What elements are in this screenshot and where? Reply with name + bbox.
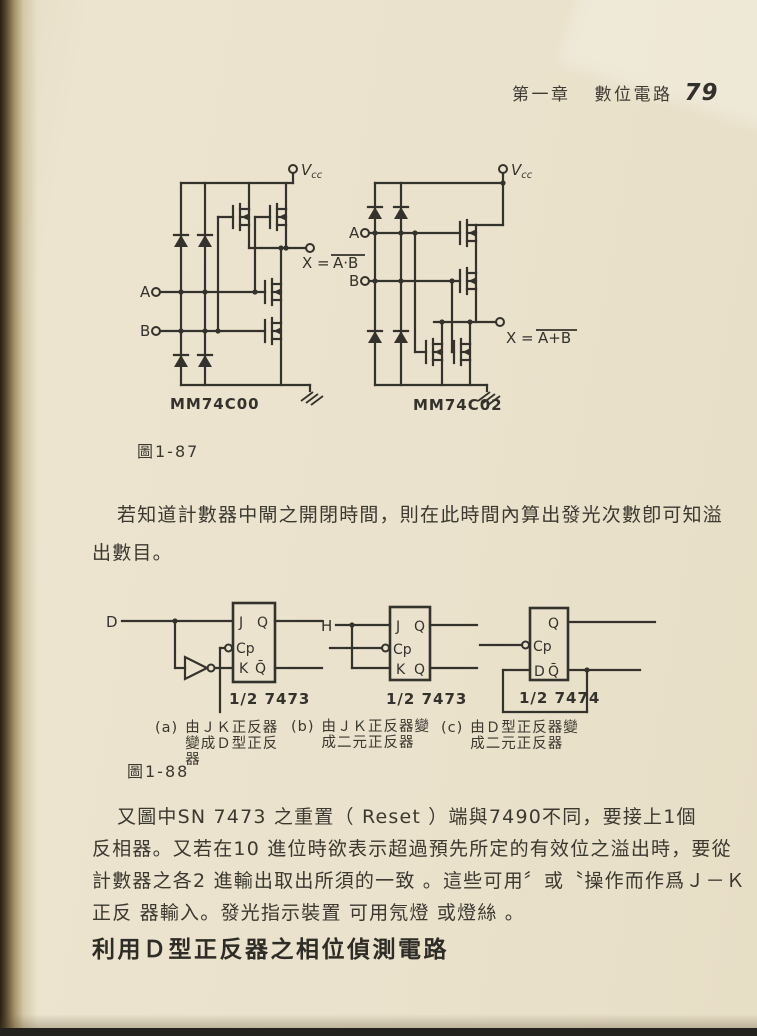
paragraph-line: 反相器。又若在10 進位時欲表示超過預先所定的有效位之溢出時，要從 <box>92 838 732 860</box>
vcc-terminal <box>498 164 508 174</box>
flipflop-box <box>528 606 570 682</box>
page-corner-fold <box>557 0 757 131</box>
vcc-terminal <box>288 164 298 174</box>
chip-name-mm74c00: MM74C00 <box>170 395 260 413</box>
paragraph-line: 正反 器輸入。發光指示裝置 可用氖燈 或燈絲 。 <box>92 902 525 924</box>
pin-qbar-label: Q <box>414 662 425 678</box>
chip-name-mm74c02: MM74C02 <box>413 396 503 414</box>
pin-q-label: Q <box>548 616 559 632</box>
section-label: 數位電路 <box>594 85 673 105</box>
chapter-label: 第一章 <box>512 85 571 105</box>
input-a-label: A <box>140 283 151 301</box>
pin-j-label: J <box>395 619 400 635</box>
page-bottom-shadow <box>0 1014 757 1028</box>
paragraph-line: 若知道計數器中閘之開閉時間，則在此時間內算出發光次數卽可知溢 <box>117 504 724 526</box>
chip-name: 1/2 7474 <box>519 689 600 707</box>
caption-marker: (b) <box>291 719 315 735</box>
mm74c02-schematic: Vcc A B <box>349 161 577 414</box>
pin-cp-label: Cp <box>533 639 552 655</box>
figure-caption-c: (c) 由Ｄ型正反器變 成二元正反器 <box>441 720 579 752</box>
figure-1-88-schematics: D J Q Cp K Q̄ 1/2 7473 H <box>106 601 657 714</box>
input-b-label: B <box>349 272 359 290</box>
input-b-terminal <box>360 276 370 286</box>
flipflop-a-jk-to-d: D J Q Cp K Q̄ 1/2 7473 <box>106 601 324 714</box>
scan-bottom-edge <box>0 1028 757 1036</box>
figure-1-87-schematics: Vcc A B <box>140 161 577 414</box>
figure-caption-a: (a) 由ＪＫ正反器 變成Ｄ型正反 器 <box>155 720 278 768</box>
input-a-label: A <box>349 224 360 242</box>
flipflop-c-d-to-binary: Q Cp D Q̄ 1/2 7474 <box>478 606 657 714</box>
figure-1-88-caption: 圖1-88 <box>127 762 190 781</box>
output-expression-label: A+B <box>538 329 571 347</box>
input-b-terminal <box>151 326 161 336</box>
caption-line: 成二元正反器 <box>321 735 415 751</box>
caption-line: 由Ｄ型正反器變 <box>470 720 579 736</box>
figure-caption-b: (b) 由ＪＫ正反器變 成二元正反器 <box>291 719 430 751</box>
pin-cp-label: Cp <box>236 641 255 657</box>
output-terminal <box>305 243 315 253</box>
chip-name: 1/2 7473 <box>229 690 310 708</box>
mm74c00-schematic: Vcc A B <box>140 161 365 413</box>
output-terminal <box>495 317 505 327</box>
caption-line: 由ＪＫ正反器變 <box>321 719 431 735</box>
vcc-label: Vcc <box>301 161 323 181</box>
caption-marker: (c) <box>441 720 464 736</box>
output-prefix-label: X = <box>506 329 534 347</box>
pin-k-label: K <box>239 661 249 677</box>
pin-k-label: K <box>396 662 406 678</box>
running-header: 第一章 數位電路 79 <box>512 80 719 106</box>
pin-d-label: D <box>534 664 545 680</box>
input-a-terminal <box>151 287 161 297</box>
pin-j-label: J <box>238 615 243 631</box>
pin-qbar-label: Q̄ <box>548 662 559 680</box>
flipflop-b-jk-to-binary: H J Q Cp K Q 1/2 7473 <box>321 605 479 708</box>
flipflop-box <box>388 605 432 682</box>
paragraph-1: 若知道計數器中閘之開閉時間，則在此時間內算出發光次數卽可知溢 出數目。 <box>92 496 723 572</box>
input-a-terminal <box>360 228 370 238</box>
pin-q-label: Q <box>257 615 268 631</box>
paragraph-line: 計數器之各2 進輸出取出所須的一致 。這些可用〞或〝操作而作爲Ｊ－Ｋ <box>92 870 746 892</box>
page-number: 79 <box>684 80 719 106</box>
inverter-icon <box>183 655 210 681</box>
flipflop-box <box>231 601 277 684</box>
caption-line: 成二元正反器 <box>470 736 564 752</box>
input-h-label: H <box>321 617 332 635</box>
paragraph-2: 又圖中SN 7473 之重置（ Reset ）端與7490不同，要接上1個 反相… <box>92 801 746 929</box>
input-b-label: B <box>140 322 150 340</box>
input-d-label: D <box>106 613 118 631</box>
paragraph-line: 出數目。 <box>92 542 173 564</box>
vcc-label: Vcc <box>511 161 533 181</box>
caption-line: 變成Ｄ型正反 <box>185 736 279 752</box>
paragraph-line: 又圖中SN 7473 之重置（ Reset ）端與7490不同，要接上1個 <box>117 806 697 828</box>
caption-marker: (a) <box>155 720 179 736</box>
book-spine-shadow <box>0 0 38 1036</box>
figure-1-87-caption: 圖1-87 <box>137 442 200 461</box>
caption-line: 由ＪＫ正反器 <box>185 720 279 736</box>
chip-name: 1/2 7473 <box>386 690 467 708</box>
output-prefix-label: X = <box>302 254 330 272</box>
pin-q-label: Q <box>414 619 425 635</box>
pin-cp-label: Cp <box>393 642 412 658</box>
caption-line: 器 <box>185 752 201 768</box>
section-heading: 利用Ｄ型正反器之相位偵測電路 <box>92 937 449 963</box>
output-expression-label: A·B <box>333 254 358 272</box>
pin-qbar-label: Q̄ <box>255 659 266 677</box>
